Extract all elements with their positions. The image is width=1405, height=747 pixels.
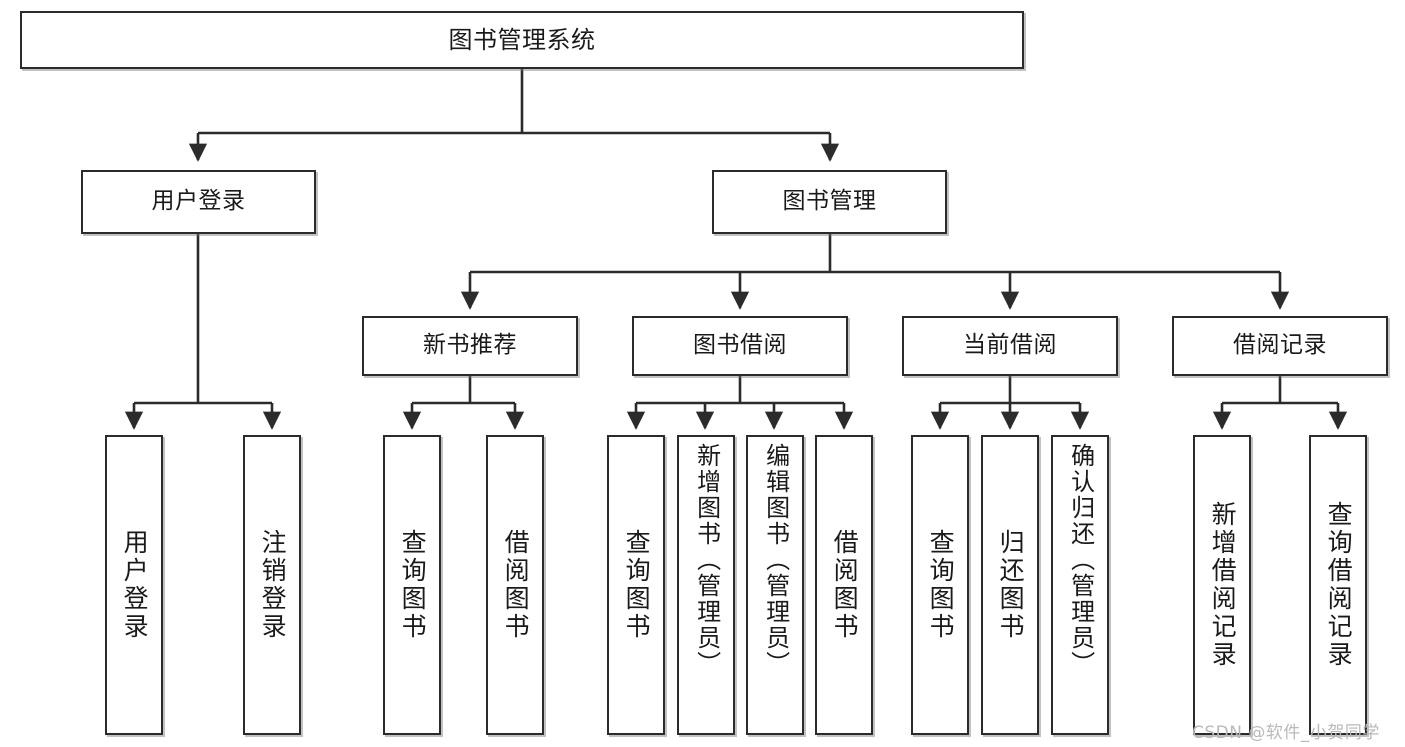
leaf-new-book-query-label: 查询图书 (398, 529, 428, 641)
node-borrow-records-label: 借阅记录 (1233, 332, 1327, 359)
node-book-borrow-label: 图书借阅 (693, 332, 787, 359)
leaf-book-borrow-add[interactable]: 新增图书（管理员） (677, 435, 735, 735)
leaf-current-borrow-confirm-label: 确认归还（管理员） (1066, 443, 1095, 677)
leaf-user-login-logout-label: 注销登录 (258, 529, 288, 641)
node-new-book-recommend[interactable]: 新书推荐 (362, 316, 578, 376)
node-book-management[interactable]: 图书管理 (712, 170, 947, 234)
leaf-book-borrow-query[interactable]: 查询图书 (607, 435, 665, 735)
node-current-borrow-label: 当前借阅 (963, 332, 1057, 359)
leaf-current-borrow-query-label: 查询图书 (926, 529, 956, 641)
leaf-current-borrow-return-label: 归还图书 (996, 529, 1026, 641)
node-current-borrow[interactable]: 当前借阅 (902, 316, 1118, 376)
leaf-current-borrow-return[interactable]: 归还图书 (981, 435, 1039, 735)
node-book-borrow[interactable]: 图书借阅 (632, 316, 848, 376)
node-root-system[interactable]: 图书管理系统 (20, 11, 1024, 69)
node-user-login[interactable]: 用户登录 (81, 170, 316, 234)
leaf-new-book-borrow[interactable]: 借阅图书 (486, 435, 544, 735)
node-borrow-records[interactable]: 借阅记录 (1172, 316, 1388, 376)
leaf-book-borrow-borrow-label: 借阅图书 (830, 529, 860, 641)
leaf-book-borrow-edit[interactable]: 编辑图书（管理员） (746, 435, 804, 735)
leaf-book-borrow-query-label: 查询图书 (622, 529, 652, 641)
leaf-records-add-label: 新增借阅记录 (1208, 501, 1238, 669)
leaf-book-borrow-borrow[interactable]: 借阅图书 (815, 435, 873, 735)
csdn-watermark: CSDN @软件_小贺同学 (1192, 723, 1380, 743)
leaf-current-borrow-query[interactable]: 查询图书 (911, 435, 969, 735)
leaf-records-query-label: 查询借阅记录 (1324, 501, 1354, 669)
node-book-management-label: 图书管理 (782, 188, 877, 215)
leaf-current-borrow-confirm[interactable]: 确认归还（管理员） (1051, 435, 1109, 735)
node-new-book-recommend-label: 新书推荐 (423, 332, 517, 359)
leaf-user-login-login[interactable]: 用户登录 (105, 435, 163, 735)
leaf-records-query[interactable]: 查询借阅记录 (1309, 435, 1367, 735)
leaf-user-login-logout[interactable]: 注销登录 (243, 435, 301, 735)
leaf-book-borrow-add-label: 新增图书（管理员） (692, 443, 721, 677)
node-root-system-label: 图书管理系统 (448, 25, 596, 54)
leaf-book-borrow-edit-label: 编辑图书（管理员） (761, 443, 790, 677)
leaf-new-book-query[interactable]: 查询图书 (383, 435, 441, 735)
leaf-records-add[interactable]: 新增借阅记录 (1193, 435, 1251, 735)
node-user-login-label: 用户登录 (151, 188, 246, 215)
leaf-new-book-borrow-label: 借阅图书 (501, 529, 531, 641)
leaf-user-login-login-label: 用户登录 (120, 529, 150, 641)
